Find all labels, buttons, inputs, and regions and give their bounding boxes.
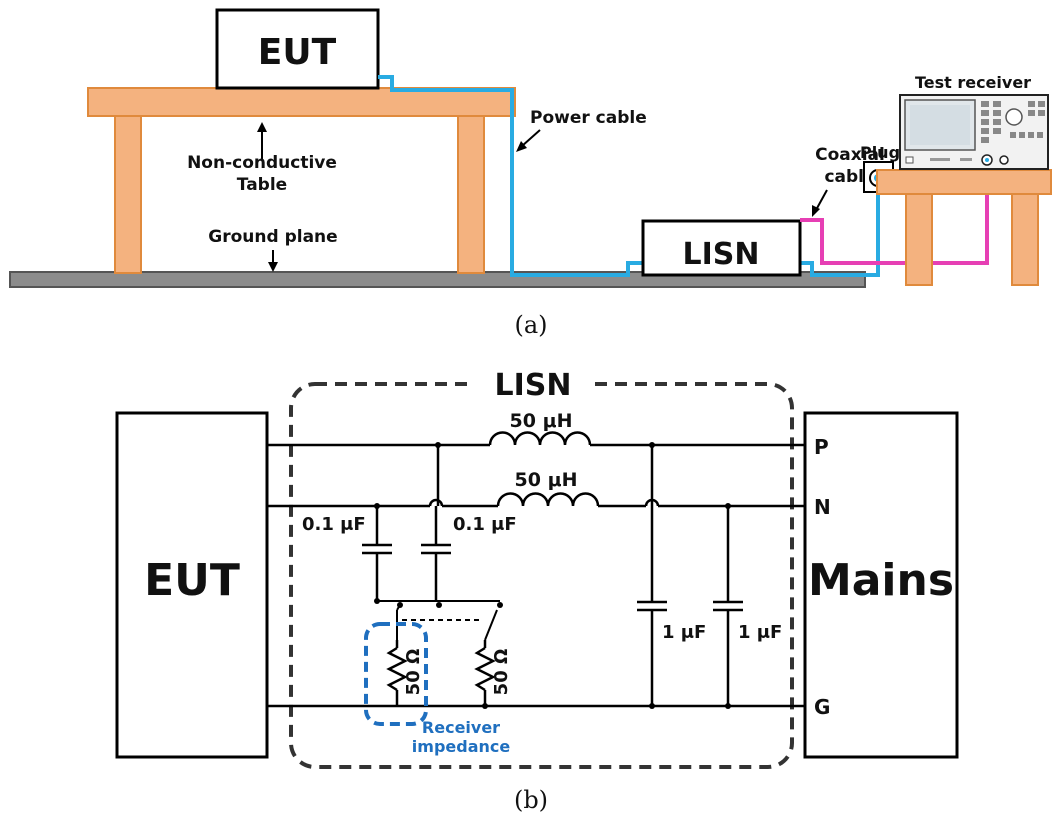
table-label-line1: Non-conductive [187, 153, 337, 173]
power-cable-lisn-plug [800, 180, 880, 277]
coaxial-cable-label-line1: Coaxial [815, 145, 885, 165]
node-n-label: N [814, 495, 831, 519]
inductor-top-label: 50 μH [510, 410, 573, 432]
lisn-label-b: LISN [495, 368, 572, 403]
eut-label-a: EUT [258, 32, 337, 73]
caption-b: (b) [514, 786, 548, 814]
receiver-impedance-highlight [364, 622, 428, 726]
power-cable [378, 75, 643, 277]
non-conductive-table [87, 87, 516, 274]
line-n [267, 492, 805, 508]
resistor-1 [386, 640, 408, 706]
cap-left-1-label: 0.1 μF [302, 514, 366, 535]
coaxial-cable-label-line2: cable [824, 167, 875, 187]
table-label-line2: Table [237, 175, 287, 195]
test-receiver-label: Test receiver [915, 73, 1031, 92]
eut-label-b: EUT [144, 555, 240, 606]
res-1-label: 50 Ω [403, 649, 424, 696]
eut-box-a [215, 8, 380, 90]
capacitor-left-1 [362, 506, 392, 601]
power-cable-label: Power cable [530, 108, 647, 128]
receiver-table [876, 169, 1052, 286]
cap-left-2-label: 0.1 μF [453, 514, 517, 535]
lisn-box-a [641, 219, 802, 277]
test-receiver [899, 94, 1049, 170]
caption-a: (a) [514, 311, 547, 339]
mains-label: Mains [808, 555, 954, 606]
receiver-impedance-line2: impedance [412, 737, 511, 756]
panel-a: EUT Non-conductive Table Ground plane Po… [9, 8, 1052, 339]
cap-right-1-label: 1 μF [662, 622, 706, 643]
capacitor-left-2 [421, 506, 451, 601]
capacitor-right-1 [637, 445, 667, 706]
node-p-label: P [814, 435, 829, 459]
panel-b: EUT Mains LISN 50 μH 50 μH P N [115, 366, 959, 814]
node-g-label: G [814, 695, 830, 719]
plug-label: Plug [860, 143, 900, 162]
mains-box [803, 411, 959, 759]
res-2-label: 50 Ω [491, 649, 512, 696]
ground-plane-label: Ground plane [208, 227, 337, 247]
cap-right-2-label: 1 μF [738, 622, 782, 643]
eut-box-b [115, 411, 269, 759]
inductor-bottom-label: 50 μH [515, 469, 578, 491]
line-p [267, 431, 805, 447]
lisn-label-a: LISN [683, 237, 760, 272]
capacitor-right-2 [713, 506, 743, 706]
receiver-impedance-line1: Receiver [422, 718, 500, 737]
coaxial-cable [800, 164, 989, 265]
